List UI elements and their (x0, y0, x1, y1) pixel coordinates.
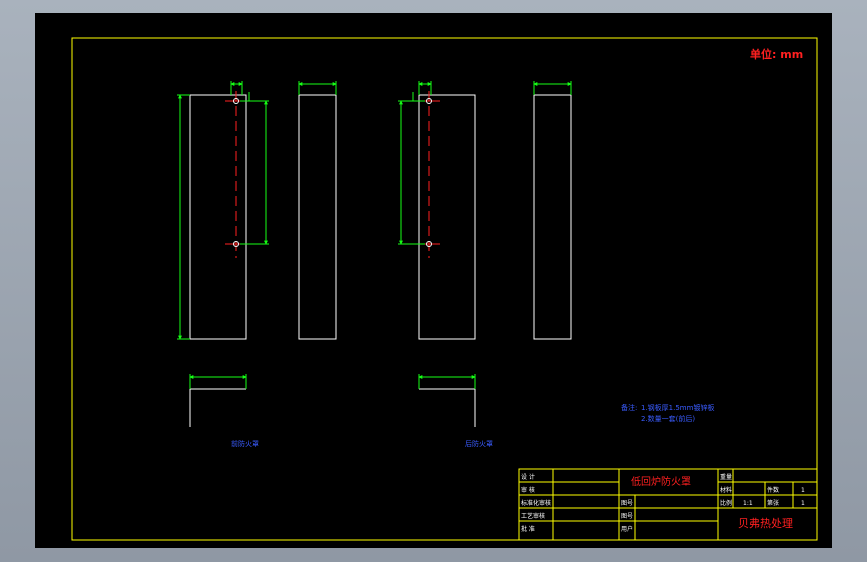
notes-line-2: 2.数量一套(前后) (641, 414, 695, 423)
sheet-value: 1 (801, 500, 805, 507)
drawing-label: 图号 (621, 513, 633, 520)
count-label: 件数 (767, 486, 779, 494)
company-name: 贝弗热处理 (738, 516, 793, 530)
cad-drawing: 单位: mm (71, 37, 818, 541)
front-hood-top-view: 前防火罩 (189, 374, 259, 448)
unit-label: 单位: mm (750, 47, 803, 61)
rear-hood-top-view: 后防火罩 (418, 374, 493, 448)
rear-hood-plate (418, 94, 476, 340)
side-plate (298, 94, 337, 340)
part-name: 低回炉防火罩 (631, 475, 691, 488)
front-hood-plate (189, 94, 247, 340)
view-label-front: 前防火罩 (231, 439, 259, 448)
mounting-hole (426, 241, 432, 247)
technical-notes: 备注: 1.钢板厚1.5mm镀锌板 2.数量一套(前后) (621, 403, 714, 423)
mounting-hole (233, 98, 239, 104)
sheet-label: 第张 (767, 499, 779, 507)
user-label: 用户 (621, 525, 633, 533)
row-process: 工艺审核 (521, 512, 545, 520)
notes-heading: 备注: (621, 403, 637, 412)
drawing-border (71, 37, 818, 541)
rear-hood-elevation (398, 81, 476, 340)
bend-profile (419, 388, 476, 427)
code-label: 图号 (621, 500, 633, 507)
row-standard: 标准化审核 (521, 499, 551, 507)
row-design: 设 计 (521, 473, 535, 481)
rear-hood-side-view (533, 81, 572, 340)
row-approve: 批 准 (521, 525, 535, 533)
front-hood-side-view (298, 81, 337, 340)
bend-profile (189, 388, 246, 427)
mounting-hole (233, 241, 239, 247)
mounting-hole (426, 98, 432, 104)
scale-value: 1:1 (743, 500, 753, 507)
row-check: 审 核 (521, 486, 535, 494)
side-plate (533, 94, 572, 340)
weight-label: 重量 (720, 473, 732, 481)
front-hood-elevation (177, 81, 269, 340)
count-value: 1 (801, 487, 805, 494)
material-label: 材料 (720, 486, 732, 494)
scale-label: 比例 (720, 499, 732, 507)
notes-line-1: 1.钢板厚1.5mm镀锌板 (641, 403, 714, 412)
cad-viewport[interactable]: 单位: mm (35, 13, 832, 548)
view-label-rear: 后防火罩 (465, 439, 493, 448)
title-block-text: 设 计 审 核 标准化审核 工艺审核 批 准 低回炉防火罩 图号 图号 用户 重… (521, 473, 805, 533)
title-block (518, 468, 818, 541)
